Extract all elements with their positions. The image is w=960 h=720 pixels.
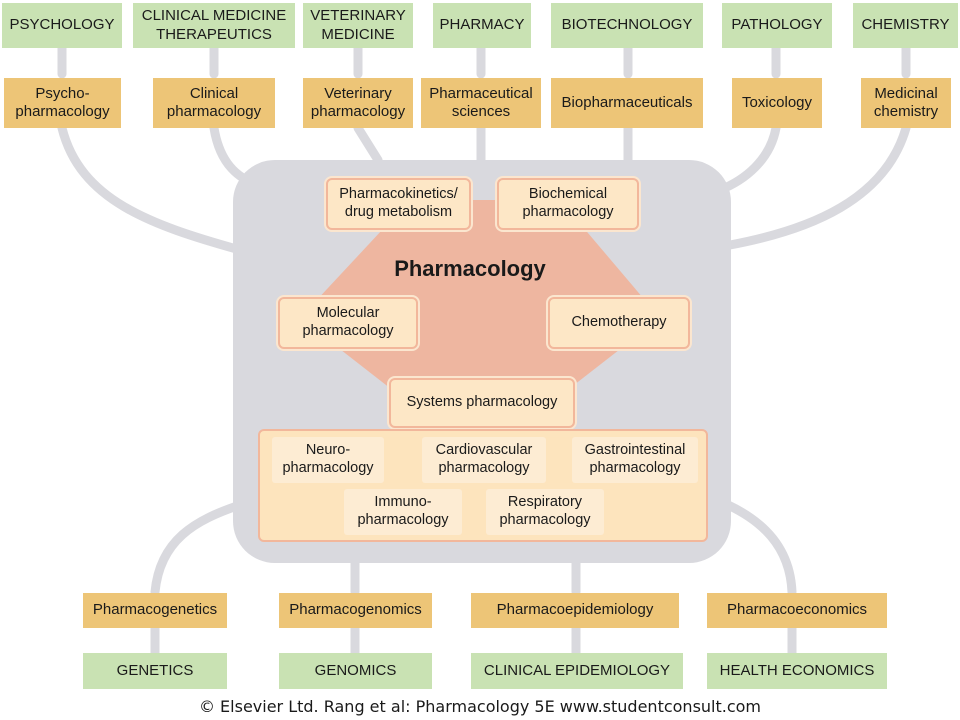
pharmacokinetics-box: Pharmacokinetics/ drug metabolism — [326, 178, 471, 230]
immunopharmacology-label: Immuno- pharmacology — [344, 489, 462, 535]
discipline-clinical-medicine: CLINICAL MEDICINE THERAPEUTICS — [133, 3, 295, 48]
connector-economics — [723, 500, 797, 597]
discipline-genetics: GENETICS — [83, 653, 227, 689]
discipline-chemistry: CHEMISTRY — [853, 3, 958, 48]
discipline-veterinary-medicine: VETERINARY MEDICINE — [303, 3, 413, 48]
cardiovascular-pharmacology-label: Cardiovascular pharmacology — [422, 437, 546, 483]
systems-pharmacology-box: Systems pharmacology — [389, 378, 575, 428]
copyright-footer: © Elsevier Ltd. Rang et al: Pharmacology… — [198, 697, 762, 716]
discipline-genomics: GENOMICS — [279, 653, 432, 689]
discipline-health-economics: HEALTH ECONOMICS — [707, 653, 887, 689]
discipline-pathology: PATHOLOGY — [722, 3, 832, 48]
subject-psychopharmacology: Psycho- pharmacology — [4, 78, 121, 128]
subject-medicinal-chemistry: Medicinal chemistry — [861, 78, 951, 128]
subject-veterinary-pharmacology: Veterinary pharmacology — [303, 78, 413, 128]
discipline-pharmacy: PHARMACY — [433, 3, 531, 48]
discipline-clinical-epidemiology: CLINICAL EPIDEMIOLOGY — [471, 653, 683, 689]
subject-pharmacogenomics: Pharmacogenomics — [279, 593, 432, 628]
subject-pharmacoepidemiology: Pharmacoepidemiology — [471, 593, 679, 628]
neuropharmacology-label: Neuro- pharmacology — [272, 437, 384, 483]
subject-pharmacogenetics: Pharmacogenetics — [83, 593, 227, 628]
subject-clinical-pharmacology: Clinical pharmacology — [153, 78, 275, 128]
subject-pharmacoeconomics: Pharmacoeconomics — [707, 593, 887, 628]
connector-psychology — [57, 123, 245, 255]
subject-biopharmaceuticals: Biopharmaceuticals — [551, 78, 703, 128]
systems-subfields-group: Neuro- pharmacology Cardiovascular pharm… — [258, 429, 708, 542]
gastrointestinal-pharmacology-label: Gastrointestinal pharmacology — [572, 437, 698, 483]
respiratory-pharmacology-label: Respiratory pharmacology — [486, 489, 604, 535]
connector-chemistry — [725, 123, 911, 250]
connector-veterinary — [353, 123, 383, 165]
discipline-psychology: PSYCHOLOGY — [2, 3, 122, 48]
discipline-biotechnology: BIOTECHNOLOGY — [551, 3, 703, 48]
pharmacology-title: Pharmacology — [394, 256, 546, 281]
subject-pharmaceutical-sciences: Pharmaceutical sciences — [421, 78, 541, 128]
molecular-pharmacology-box: Molecular pharmacology — [278, 297, 418, 349]
subject-toxicology: Toxicology — [732, 78, 822, 128]
biochemical-pharmacology-box: Biochemical pharmacology — [497, 178, 639, 230]
chemotherapy-box: Chemotherapy — [548, 297, 690, 349]
connector-genetics — [150, 500, 245, 597]
